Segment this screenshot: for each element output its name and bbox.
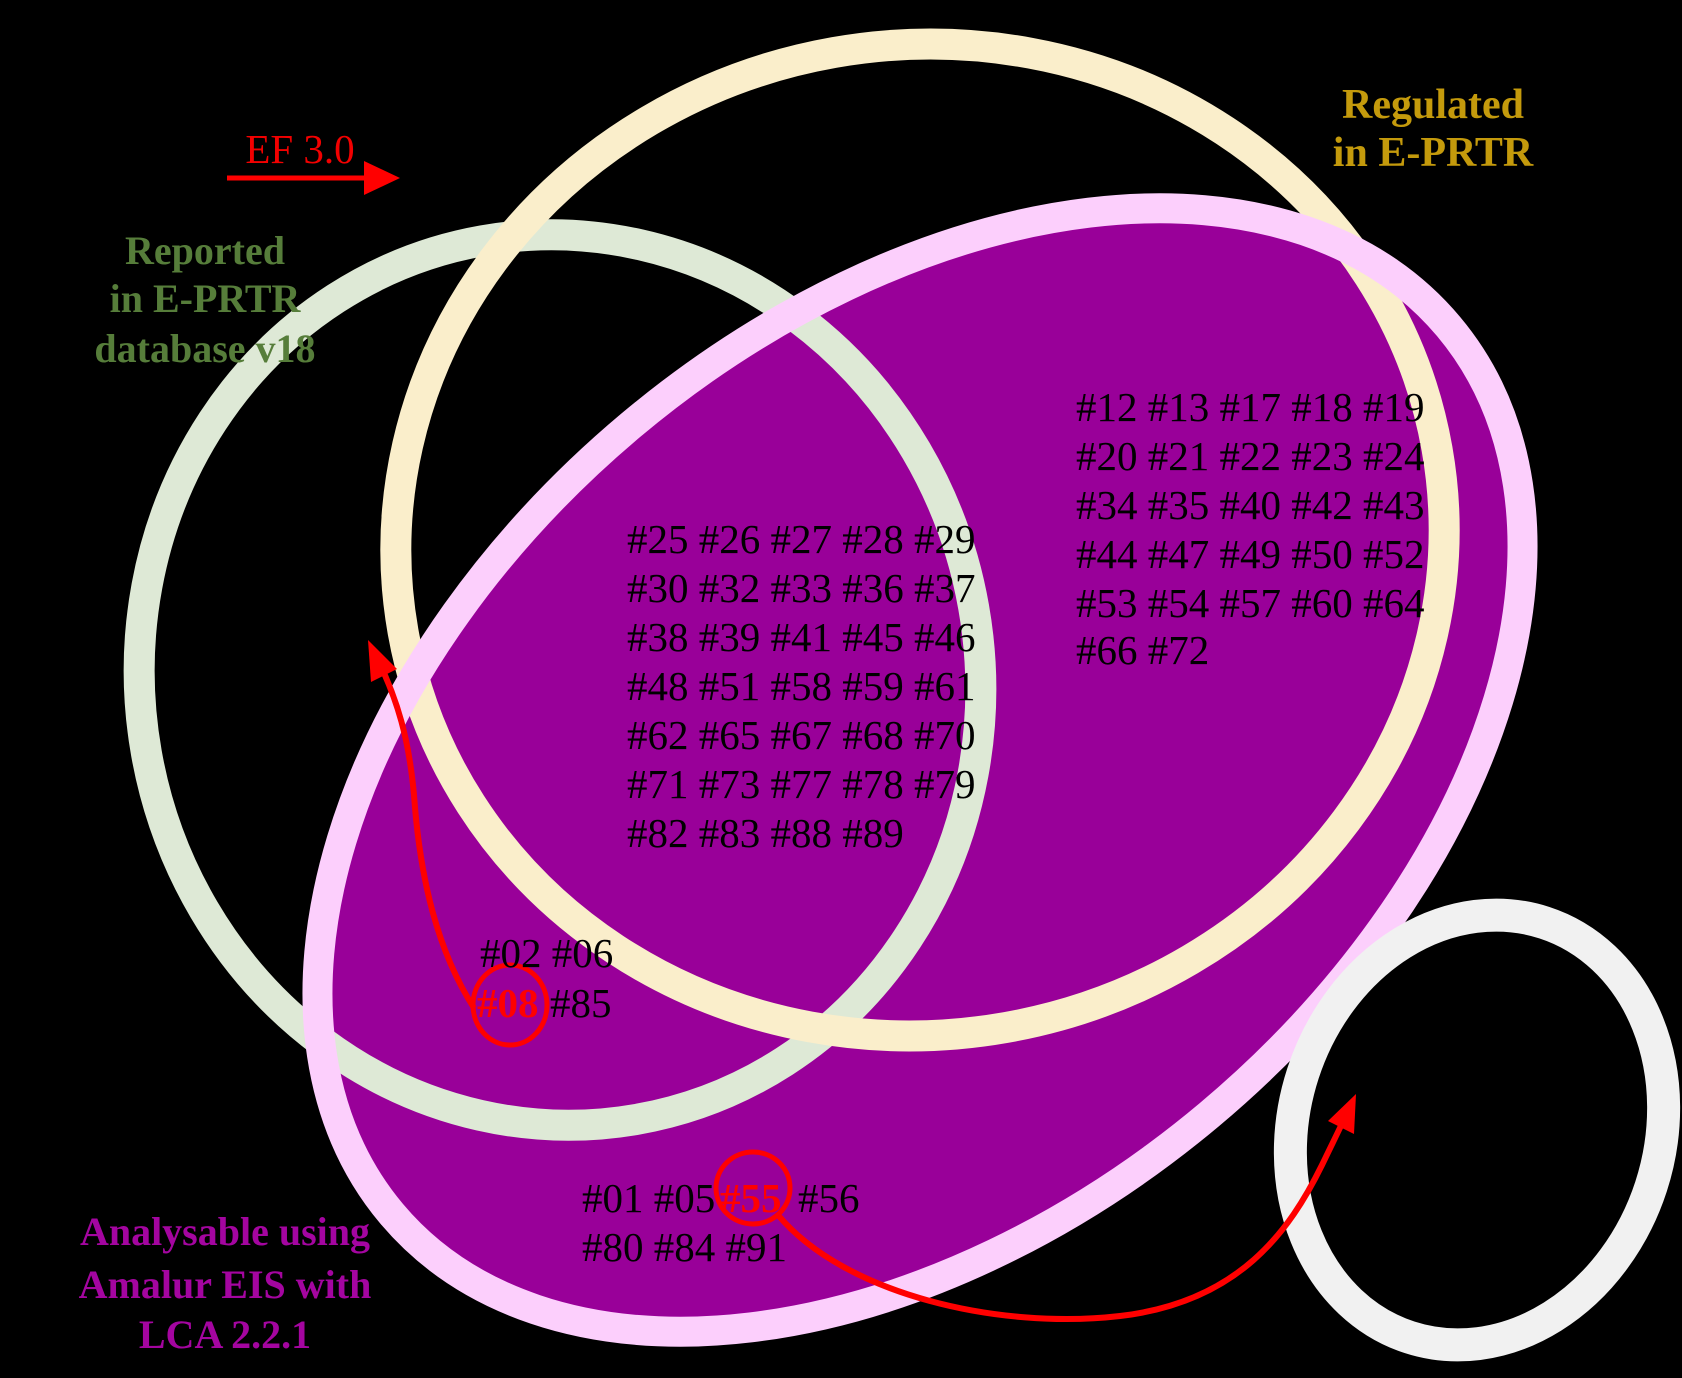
region-all-three-row-2: #30 #32 #33 #36 #37 — [627, 565, 976, 611]
reported-set-ellipse — [123, 219, 997, 1141]
regulated-set-label-line2: in E-PRTR — [1333, 130, 1534, 176]
unlabeled-set-ellipse — [1273, 898, 1681, 1362]
region-reported-analysable-row2-rest: #85 — [550, 980, 612, 1026]
region-all-three-row-6: #71 #73 #77 #78 #79 — [627, 761, 976, 807]
region-regulated-analysable-row-6: #66 #72 — [1076, 627, 1209, 673]
analysable-set-border — [302, 193, 1538, 1347]
reported-set-label-line3: database v18 — [94, 326, 315, 371]
region-all-three-row-7: #82 #83 #88 #89 — [627, 810, 904, 856]
highlighted-number-55: #55 — [720, 1175, 782, 1221]
region-analysable-only-row1-end: #56 — [798, 1175, 860, 1221]
ef-version-label: EF 3.0 — [245, 126, 354, 172]
reported-set-label-line2: in E-PRTR — [110, 276, 302, 321]
region-all-three-row-3: #38 #39 #41 #45 #46 — [627, 614, 976, 660]
region-analysable-only-row2: #80 #84 #91 — [582, 1224, 787, 1270]
region-regulated-analysable-row-3: #34 #35 #40 #42 #43 — [1076, 482, 1425, 528]
analysable-set-label-line3: LCA 2.2.1 — [139, 1312, 311, 1357]
analysable-set-label-line1: Analysable using — [80, 1209, 370, 1254]
analysable-set-label-line2: Amalur EIS with — [79, 1262, 372, 1307]
analysable-set-fill — [317, 208, 1523, 1332]
region-regulated-analysable-row-5: #53 #54 #57 #60 #64 — [1076, 580, 1425, 626]
highlight-circle-55-icon — [713, 1149, 793, 1227]
region-reported-analysable-row1: #02 #06 — [480, 930, 613, 976]
arrow-from-08-icon — [368, 640, 477, 1010]
regulated-set-ellipse — [380, 28, 1460, 1052]
ef-arrow-icon — [227, 161, 400, 195]
region-regulated-analysable-row-1: #12 #13 #17 #18 #19 — [1076, 384, 1425, 430]
highlighted-number-08: #08 — [477, 980, 539, 1026]
region-all-three-row-4: #48 #51 #58 #59 #61 — [627, 663, 976, 709]
highlight-circle-08-icon — [470, 962, 550, 1048]
region-all-three-row-5: #62 #65 #67 #68 #70 — [627, 712, 976, 758]
region-analysable-only-row1-start: #01 #05 — [582, 1175, 715, 1221]
region-regulated-analysable-row-2: #20 #21 #22 #23 #24 — [1076, 433, 1425, 479]
annotations — [227, 161, 1356, 1323]
regulated-set-label-line1: Regulated — [1342, 82, 1524, 128]
reported-set-label-line1: Reported — [125, 228, 285, 273]
arrow-from-55-icon — [775, 1094, 1356, 1323]
region-all-three-row-1: #25 #26 #27 #28 #29 — [627, 516, 976, 562]
region-regulated-analysable-row-4: #44 #47 #49 #50 #52 — [1076, 531, 1425, 577]
